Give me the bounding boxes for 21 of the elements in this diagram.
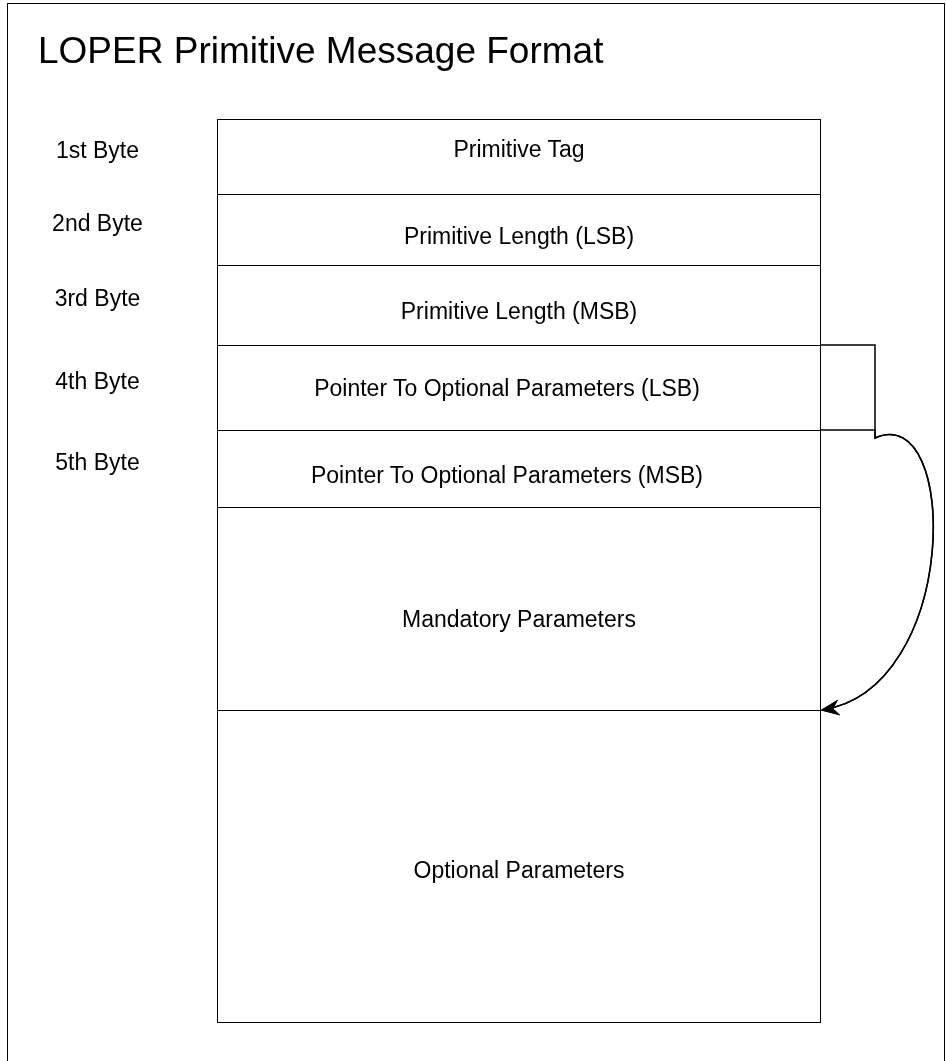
row-label: Pointer To Optional Parameters (MSB) <box>311 461 703 489</box>
row-label: Optional Parameters <box>413 856 625 884</box>
table-row <box>217 507 821 712</box>
table-row <box>217 265 821 347</box>
table-row <box>217 710 821 1023</box>
bracket-arrow <box>820 429 934 713</box>
table-row <box>217 194 821 267</box>
byte-label: 4th Byte <box>54 367 141 395</box>
row-label: Primitive Tag <box>453 135 585 163</box>
row-label: Primitive Length (MSB) <box>400 298 638 326</box>
table-row <box>217 430 821 509</box>
byte-label: 2nd Byte <box>51 209 144 237</box>
table-row <box>217 345 821 432</box>
byte-label: 1st Byte <box>54 136 141 164</box>
row-label: Pointer To Optional Parameters (LSB) <box>314 374 700 402</box>
byte-label: 3rd Byte <box>53 285 142 312</box>
byte-label: 5th Byte <box>54 448 141 476</box>
row-label: Primitive Length (LSB) <box>403 222 635 250</box>
row-label: Mandatory Parameters <box>402 605 636 633</box>
title: LOPER Primitive Message Format <box>38 30 604 72</box>
table-row <box>217 119 821 196</box>
